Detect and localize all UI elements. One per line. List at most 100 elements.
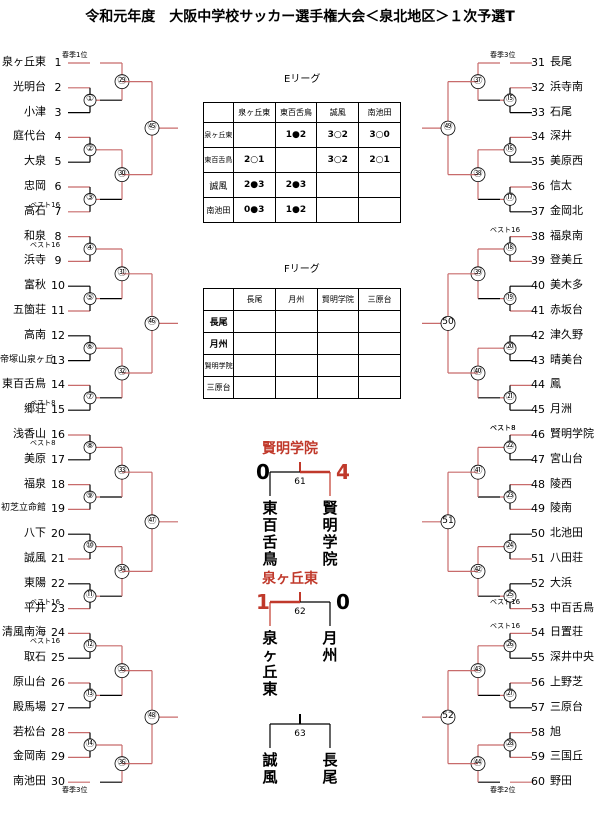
league-e-row-name: 誠風 bbox=[203, 172, 234, 198]
team-number: 37 bbox=[531, 204, 545, 218]
match-number: ㉓ bbox=[505, 491, 515, 501]
team-name: 八田荘 bbox=[550, 551, 583, 564]
team-name: 和泉 bbox=[24, 228, 46, 242]
team-number: 12 bbox=[51, 328, 65, 342]
seed-note: ベスト8 bbox=[30, 399, 56, 408]
league-e-cell bbox=[274, 147, 318, 173]
team-number: 14 bbox=[51, 378, 65, 392]
league-e-cell: 1●2 bbox=[274, 122, 318, 148]
team-number: 53 bbox=[531, 601, 545, 615]
team-name: 津久野 bbox=[550, 327, 583, 341]
match-number: ㊲ bbox=[473, 75, 483, 86]
match-number: ⑰ bbox=[505, 193, 515, 204]
team-number: 4 bbox=[54, 130, 62, 144]
match-number: ㊽ bbox=[147, 711, 157, 722]
team-name: 郷荘 bbox=[24, 402, 46, 416]
match-number: ㉞ bbox=[117, 565, 127, 576]
match-number: 50 bbox=[442, 317, 454, 328]
match-number: ㊺ bbox=[147, 122, 157, 133]
league-e-cell bbox=[232, 122, 276, 148]
team-name: 金岡北 bbox=[550, 203, 583, 217]
seed-note: 春季2位 bbox=[490, 786, 516, 795]
match-number: ① bbox=[85, 94, 95, 105]
final-winner: 泉ヶ丘東 bbox=[262, 571, 318, 587]
match-circle bbox=[503, 391, 517, 405]
league-e-corner bbox=[203, 102, 234, 123]
match-circle bbox=[503, 143, 517, 157]
league-e-cell bbox=[316, 172, 360, 198]
team-name: 大浜 bbox=[550, 575, 572, 589]
league-e-header: 東百舌鳥 bbox=[274, 102, 318, 123]
match-circle bbox=[83, 292, 97, 306]
team-number: 13 bbox=[51, 353, 65, 367]
team-number: 58 bbox=[531, 725, 545, 739]
league-f-row-name: 賢明学院 bbox=[202, 354, 235, 377]
match-number: ㊸ bbox=[473, 664, 483, 675]
final-team-right: 長尾 bbox=[322, 751, 338, 786]
seed-note: ベスト16 bbox=[30, 200, 61, 209]
team-name: 三原台 bbox=[550, 699, 583, 713]
match-number: ③ bbox=[85, 193, 95, 204]
match-number: ⑭ bbox=[85, 739, 95, 749]
match-circle bbox=[503, 93, 517, 107]
team-name: 原山台 bbox=[13, 675, 46, 688]
match-circle bbox=[503, 490, 517, 504]
league-e-header: 南池田 bbox=[358, 102, 401, 123]
team-name: 美原 bbox=[24, 451, 46, 465]
match-circle bbox=[440, 120, 456, 136]
seed-note: ベスト16 bbox=[490, 225, 521, 234]
match-number: ㊳ bbox=[473, 168, 483, 179]
match-number: 51 bbox=[442, 515, 454, 526]
team-number: 54 bbox=[531, 626, 545, 640]
final-team-right: 賢明学院 bbox=[322, 499, 338, 568]
league-e-row-name: 南池田 bbox=[203, 197, 234, 223]
league-e-cell: 1●2 bbox=[274, 197, 318, 223]
team-name: 日置荘 bbox=[550, 625, 583, 639]
match-number: ㉜ bbox=[117, 367, 127, 377]
match-circle bbox=[440, 709, 456, 725]
team-name: 浜寺 bbox=[24, 253, 46, 267]
match-circle bbox=[144, 514, 160, 530]
match-number: ㉘ bbox=[505, 739, 515, 749]
league-e-cell: 3○2 bbox=[316, 147, 360, 173]
team-name: 富秋 bbox=[24, 278, 46, 292]
seed-note: ベスト16 bbox=[490, 597, 521, 606]
final-team-right: 月州 bbox=[322, 629, 338, 664]
league-f-corner bbox=[202, 288, 235, 311]
match-number: ㊶ bbox=[473, 466, 483, 477]
match-circle bbox=[503, 738, 517, 752]
match-number: ⑥ bbox=[85, 342, 95, 353]
seed-note: ベスト16 bbox=[30, 240, 61, 249]
team-number: 51 bbox=[531, 552, 545, 565]
team-number: 60 bbox=[531, 775, 545, 789]
league-e-row-name: 泉ヶ丘東 bbox=[203, 122, 234, 148]
league-e-cell bbox=[358, 197, 401, 223]
team-name: 大泉 bbox=[24, 154, 46, 168]
team-name: 光明台 bbox=[13, 79, 46, 93]
match-number: ㉑ bbox=[505, 391, 515, 402]
team-number: 40 bbox=[531, 279, 545, 293]
team-number: 27 bbox=[51, 700, 65, 714]
match-number: ㊼ bbox=[147, 515, 157, 526]
league-e-cell: 2○1 bbox=[232, 147, 276, 173]
team-name: 三国丘 bbox=[550, 749, 583, 763]
match-number: ㊱ bbox=[117, 757, 127, 768]
match-circle bbox=[83, 391, 97, 405]
team-name: 平井 bbox=[24, 600, 46, 614]
team-name: 浅香山 bbox=[13, 427, 46, 440]
league-e-cell: 3○2 bbox=[316, 122, 360, 148]
final-score-left: 0 bbox=[256, 460, 270, 484]
league-f-row-name: 三原台 bbox=[202, 376, 235, 399]
seed-note: ベスト8 bbox=[490, 424, 516, 432]
team-name: 庭代台 bbox=[13, 129, 46, 143]
league-f-header: 月州 bbox=[274, 288, 318, 311]
team-name: 陵西 bbox=[550, 476, 572, 490]
league-f-title: Fリーグ bbox=[284, 264, 320, 275]
match-circle bbox=[83, 341, 97, 355]
team-number: 49 bbox=[531, 502, 545, 516]
league-e-cell: 3○0 bbox=[358, 122, 401, 148]
match-number: ㊻ bbox=[147, 317, 157, 328]
team-name: 美原西 bbox=[550, 154, 583, 168]
match-number: ⑯ bbox=[505, 143, 515, 154]
